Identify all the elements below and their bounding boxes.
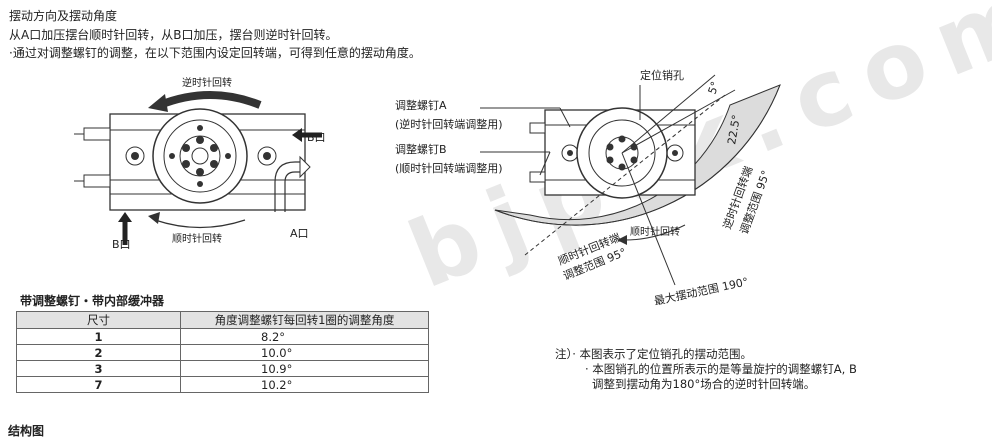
rotary-actuator-front-diagram: 逆时针回转 B口 B口 顺时针回转 A口	[74, 76, 326, 251]
cell-angle: 8.2°	[180, 328, 429, 345]
cell-angle: 10.9°	[180, 360, 429, 377]
note-line-2: · 本图销孔的位置所表示的是等量旋拧的调整螺钉A, B	[585, 362, 857, 376]
cell-size: 7	[16, 376, 181, 393]
adjust-screw-bottom	[83, 174, 111, 188]
screw-a-label: 调整螺钉A	[395, 98, 447, 112]
screw-b-note: (顺时针回转端调整用)	[395, 161, 503, 175]
angle-22-5-label: 22.5°	[725, 114, 743, 146]
swing-range-diagram: 定位销孔 调整螺钉A (逆时针回转端调整用) 调整螺钉B (顺时针回转端调整用)…	[395, 68, 781, 308]
ccw-label: 逆时针回转	[182, 76, 232, 89]
header-angle: 角度调整螺钉每回转1圈的调整角度	[180, 311, 429, 329]
cell-angle: 10.2°	[180, 376, 429, 393]
description-line-2: ·通过对调整螺钉的调整，在以下范围内设定回转端，可得到任意的摆动角度。	[9, 46, 421, 60]
page-title: 摆动方向及摆动角度	[9, 9, 118, 23]
screw-a-note: (逆时针回转端调整用)	[395, 117, 503, 131]
note-line-3: 调整到摆动角为180°场合的逆时针回转端。	[592, 377, 816, 391]
pin-hole-label: 定位销孔	[640, 68, 684, 82]
adjust-screw-top	[83, 127, 111, 141]
table-header-row: 尺寸 角度调整螺钉每回转1圈的调整角度	[16, 311, 429, 329]
cw-label: 顺时针回转	[172, 232, 222, 245]
cell-angle: 10.0°	[180, 344, 429, 361]
cell-size: 2	[16, 344, 181, 361]
max-range-label: 最大摆动范围 190°	[653, 274, 750, 308]
port-a-label: A口	[290, 227, 309, 240]
port-b-bottom-label: B口	[112, 238, 131, 251]
screw-b-label: 调整螺钉B	[395, 142, 447, 156]
cell-size: 1	[16, 328, 181, 345]
rotary-table	[152, 108, 248, 204]
description-line-1: 从A口加压摆台顺时针回转，从B口加压，摆台则逆时针回转。	[9, 28, 338, 42]
cw-rotation-label: 顺时针回转	[630, 225, 680, 238]
structure-section-title: 结构图	[8, 424, 45, 438]
angle-5-label: 5°	[706, 80, 722, 96]
port-b-right-label: B口	[307, 131, 326, 144]
cw-arrow	[154, 219, 246, 229]
ccw-arrow	[158, 91, 262, 109]
header-size: 尺寸	[16, 311, 181, 329]
cell-size: 3	[16, 360, 181, 377]
note-line-1: 注）· 本图表示了定位销孔的摆动范围。	[555, 347, 753, 361]
table-title: 带调整螺钉・带内部缓冲器	[20, 294, 165, 308]
